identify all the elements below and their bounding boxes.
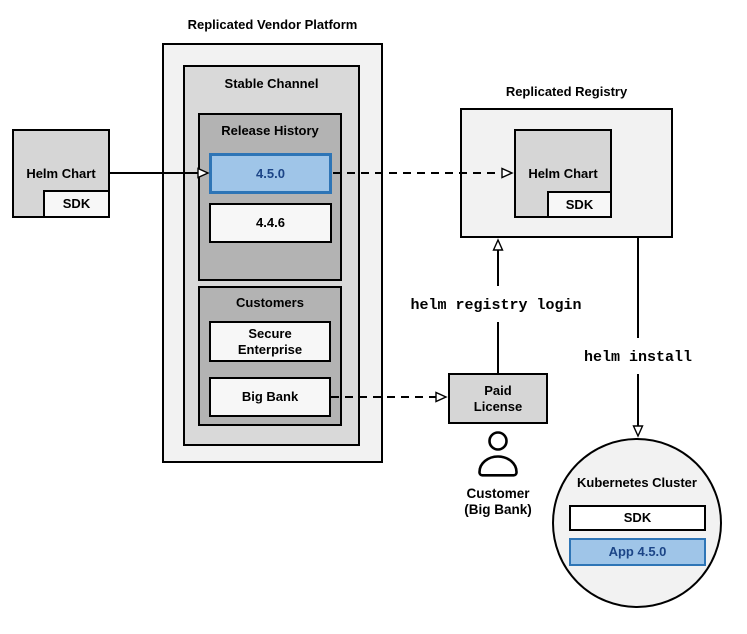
customer-label: Customer (Big Bank) — [438, 486, 558, 518]
cluster-app-box: App 4.5.0 — [569, 538, 706, 566]
customer-item-big-bank: Big Bank — [209, 377, 331, 417]
arrow-registry-to-cluster — [632, 238, 644, 438]
helm-registry-login-label: helm registry login — [410, 297, 582, 314]
helm-install-label: helm install — [583, 349, 693, 366]
customers-title: Customers — [236, 295, 304, 310]
customer-org: (Big Bank) — [464, 502, 532, 518]
source-sdk-box: SDK — [43, 190, 110, 218]
registry-helm-chart-label: Helm Chart — [528, 166, 598, 181]
customer-name: Customer — [466, 486, 530, 501]
release-history-box — [198, 113, 342, 281]
cluster-sdk-box: SDK — [569, 505, 706, 531]
release-item-4-4-6: 4.4.6 — [209, 203, 332, 243]
paid-license-box: Paid License — [448, 373, 548, 424]
source-helm-chart-label: Helm Chart — [26, 166, 96, 181]
release-item-4-5-0: 4.5.0 — [209, 153, 332, 194]
registry-sdk-box: SDK — [547, 191, 612, 218]
cluster-title: Kubernetes Cluster — [577, 475, 697, 490]
release-history-title: Release History — [221, 123, 319, 138]
registry-title: Replicated Registry — [505, 84, 628, 99]
vendor-platform-title: Replicated Vendor Platform — [187, 17, 358, 32]
person-icon — [478, 431, 518, 477]
stable-channel-title: Stable Channel — [224, 76, 319, 91]
customer-item-secure-enterprise: Secure Enterprise — [209, 321, 331, 362]
